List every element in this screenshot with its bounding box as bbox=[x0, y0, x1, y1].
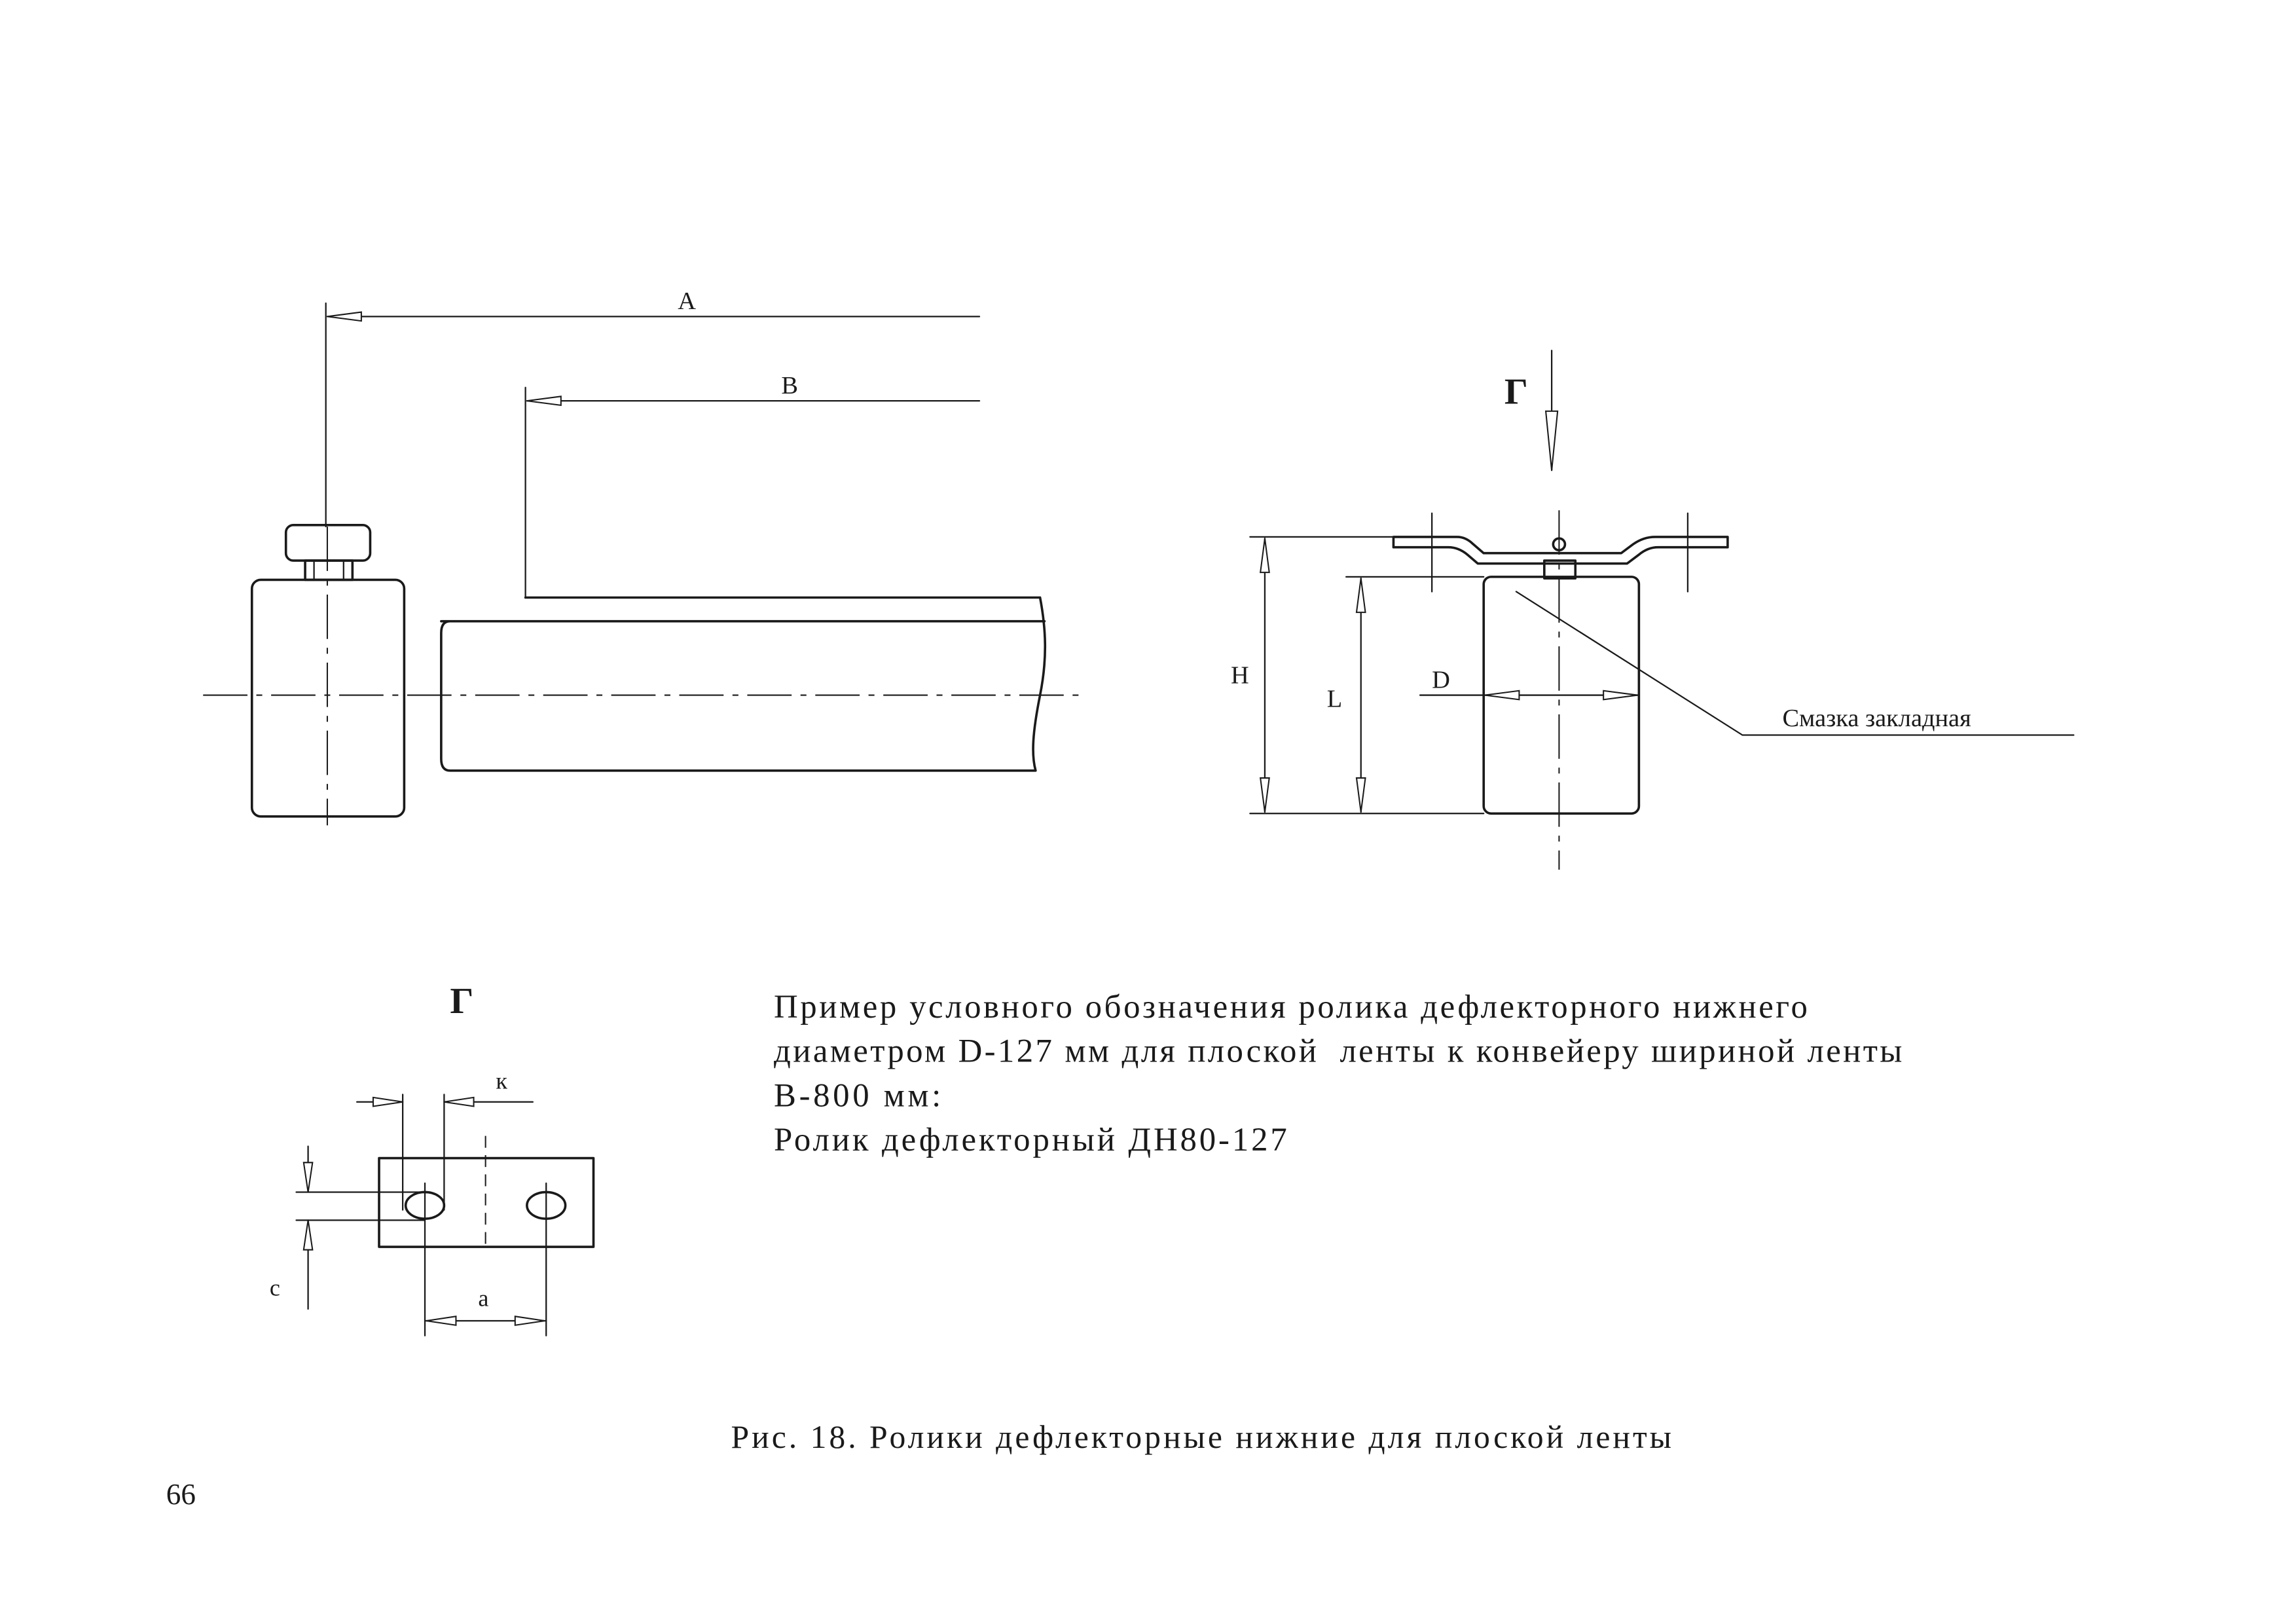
dim-k-extension-lines bbox=[402, 1094, 445, 1211]
view-direction-arrow bbox=[1544, 410, 1559, 471]
dim-c-arrow-top bbox=[302, 1162, 314, 1192]
dim-l-arrow-top bbox=[1355, 578, 1366, 614]
bracket-hole-center-marks bbox=[1431, 512, 1689, 593]
dim-l-label: L bbox=[1327, 686, 1342, 713]
side-view-drawing: A B bbox=[203, 287, 1080, 826]
side-roller-stem bbox=[304, 559, 354, 581]
dim-d-arrow-right bbox=[1603, 690, 1638, 701]
dim-c-label: с bbox=[270, 1275, 280, 1301]
dim-l-arrow-bottom bbox=[1355, 777, 1366, 813]
dim-h-label: H bbox=[1231, 661, 1249, 689]
side-roller-stem-detail bbox=[313, 559, 344, 581]
view-g-title: Г bbox=[450, 981, 473, 1022]
dim-a-small-label: а bbox=[478, 1285, 488, 1311]
side-roller-body bbox=[250, 578, 406, 818]
designation-line-4: Ролик дефлекторный ДН80-127 bbox=[774, 1121, 1287, 1158]
dim-c-arrow-bottom bbox=[302, 1220, 314, 1251]
dim-a-label: A bbox=[678, 287, 696, 315]
designation-line-2: диаметром D-127 мм для плоской ленты к к… bbox=[774, 1033, 1902, 1069]
figure-caption: Рис. 18. Ролики дефлекторные нижние для … bbox=[731, 1419, 1672, 1455]
dim-d-arrow-left bbox=[1485, 690, 1520, 701]
dim-a-small-arrow-left bbox=[426, 1316, 457, 1326]
dim-d-label: D bbox=[1432, 666, 1450, 693]
dim-h-arrow-top bbox=[1259, 538, 1270, 574]
lubricant-leader-line bbox=[1515, 591, 2075, 736]
dim-k-arrow-right bbox=[444, 1096, 475, 1107]
dim-b-label: B bbox=[781, 372, 798, 399]
dim-k-arrow-left bbox=[372, 1096, 403, 1107]
designation-example-block: Пример условного обозначения ролика дефл… bbox=[774, 988, 1902, 1158]
front-view-drawing: Г H L D Смазка закладная bbox=[1231, 350, 2075, 870]
designation-line-1: Пример условного обозначения ролика дефл… bbox=[774, 988, 1808, 1025]
mounting-bracket bbox=[1392, 536, 1729, 565]
dim-c-extension-lines bbox=[295, 1191, 426, 1221]
belt-fragment bbox=[440, 596, 1047, 772]
front-roller-stem bbox=[1543, 559, 1577, 580]
dim-a-small-arrow-right bbox=[514, 1316, 545, 1326]
side-roller-cap bbox=[284, 524, 372, 562]
view-g-drawing: Г к с а bbox=[270, 981, 595, 1337]
view-direction-label: Г bbox=[1504, 372, 1528, 413]
bracket-plate bbox=[378, 1156, 595, 1248]
dim-h-arrow-bottom bbox=[1259, 777, 1270, 813]
designation-line-3: В-800 мм: bbox=[774, 1077, 941, 1113]
dim-a-small-extension-lines bbox=[424, 1182, 547, 1337]
page-number: 66 bbox=[166, 1478, 196, 1511]
dim-h-extension-lines bbox=[1249, 536, 1485, 815]
lubricant-callout-label: Смазка закладная bbox=[1782, 705, 1971, 732]
dim-k-label: к bbox=[496, 1067, 507, 1094]
dim-b-arrow bbox=[526, 396, 562, 407]
dim-a-arrow bbox=[327, 311, 362, 322]
